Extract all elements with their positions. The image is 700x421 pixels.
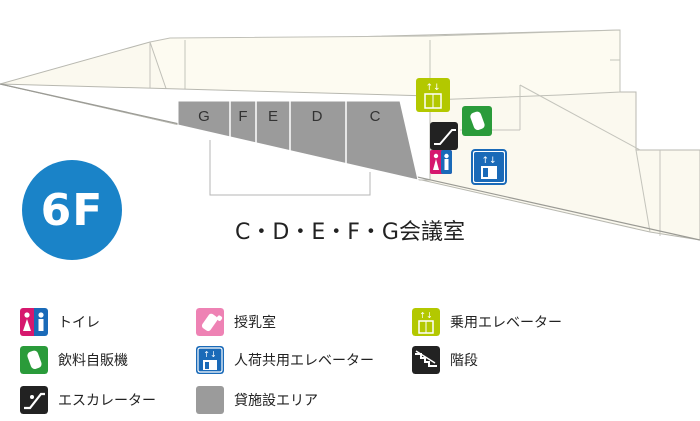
legend-label: 乗用エレベーター: [450, 315, 562, 331]
wall-line: [519, 84, 641, 151]
vending-machine-icon: [20, 346, 48, 374]
building-upper-wing: [149, 29, 621, 101]
shared-elevator-icon: ↑↓: [196, 346, 224, 374]
restroom-icon: [430, 150, 452, 174]
legend-item-passenger-elevator: ↑↓ 乗用エレベーター: [412, 308, 562, 336]
shared-elevator-icon: ↑↓: [471, 149, 507, 185]
svg-text:↑↓: ↑↓: [425, 83, 440, 93]
room-title: C・D・E・F・G会議室: [235, 220, 465, 245]
escalator-icon: [20, 386, 48, 414]
legend-label: 授乳室: [234, 315, 276, 331]
nursing-room-icon: [196, 308, 224, 336]
room-label-c: C: [370, 108, 381, 125]
svg-text:↑↓: ↑↓: [203, 350, 216, 359]
legend-item-escalator: エスカレーター: [20, 386, 156, 414]
legend-label: 貸施設エリア: [234, 393, 318, 409]
room-label-g: G: [198, 108, 210, 125]
legend-item-restroom: トイレ: [20, 308, 100, 336]
legend-item-vending: 飲料自販機: [20, 346, 128, 374]
restroom-icon: [20, 308, 48, 336]
legend-label: 人荷共用エレベーター: [234, 353, 374, 369]
legend-item-rental: 貸施設エリア: [196, 386, 318, 414]
room-label-e: E: [268, 108, 278, 125]
passenger-elevator-icon: ↑↓: [412, 308, 440, 336]
wall-line: [635, 149, 651, 233]
legend-label: トイレ: [58, 315, 100, 331]
legend-label: 飲料自販機: [58, 353, 128, 369]
legend-label: 階段: [450, 353, 478, 369]
room-label-f: F: [238, 108, 247, 125]
legend-item-shared-elevator: ↑↓ 人荷共用エレベーター: [196, 346, 374, 374]
floor-badge: 6F: [22, 160, 122, 260]
floor-label: 6F: [40, 184, 104, 236]
legend-item-stairs: 階段: [412, 346, 478, 374]
stairs-icon: [412, 346, 440, 374]
vending-machine-icon: [462, 106, 492, 136]
room-label-d: D: [312, 108, 323, 125]
room-callout-bracket: [209, 140, 371, 196]
escalator-icon: [430, 122, 458, 150]
rental-area-swatch: [196, 386, 224, 414]
legend-item-nursing: 授乳室: [196, 308, 276, 336]
passenger-elevator-icon: ↑↓: [416, 78, 450, 112]
rental-area: [177, 100, 419, 181]
room-title-wrap: C・D・E・F・G会議室: [0, 214, 700, 246]
svg-text:↑↓: ↑↓: [419, 311, 432, 320]
legend-label: エスカレーター: [58, 393, 156, 409]
svg-text:↑↓: ↑↓: [481, 156, 496, 166]
